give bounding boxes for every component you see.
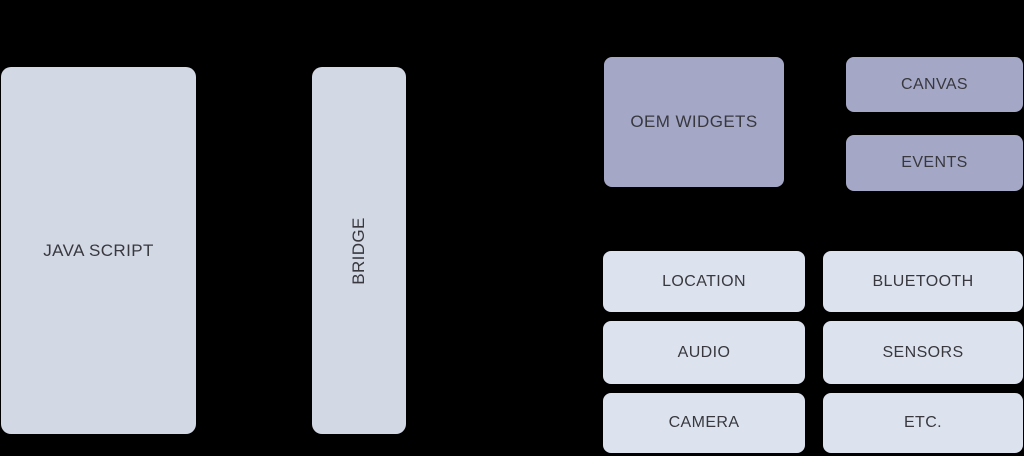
- audio-block: AUDIO: [603, 321, 805, 384]
- oem-widgets-block: OEM WIDGETS: [604, 57, 784, 187]
- camera-block: CAMERA: [603, 393, 805, 453]
- location-block: LOCATION: [603, 251, 805, 312]
- camera-label: CAMERA: [668, 414, 740, 431]
- canvas-block: CANVAS: [846, 57, 1023, 112]
- etc-block: ETC.: [823, 393, 1023, 453]
- bluetooth-label: BLUETOOTH: [872, 272, 974, 290]
- etc-label: ETC.: [903, 414, 943, 431]
- bridge-block: BRIDGE: [312, 67, 406, 434]
- audio-label: AUDIO: [677, 343, 731, 361]
- events-label: EVENTS: [901, 154, 968, 171]
- javascript-label: JAVA SCRIPT: [43, 240, 154, 260]
- events-block: EVENTS: [846, 135, 1023, 191]
- sensors-block: SENSORS: [823, 321, 1023, 384]
- bluetooth-block: BLUETOOTH: [823, 251, 1023, 312]
- bridge-label: BRIDGE: [348, 216, 368, 285]
- location-label: LOCATION: [662, 272, 746, 290]
- oem-widgets-label: OEM WIDGETS: [630, 112, 758, 131]
- sensors-label: SENSORS: [882, 343, 964, 361]
- canvas-label: CANVAS: [900, 75, 968, 93]
- javascript-block: JAVA SCRIPT: [1, 67, 196, 434]
